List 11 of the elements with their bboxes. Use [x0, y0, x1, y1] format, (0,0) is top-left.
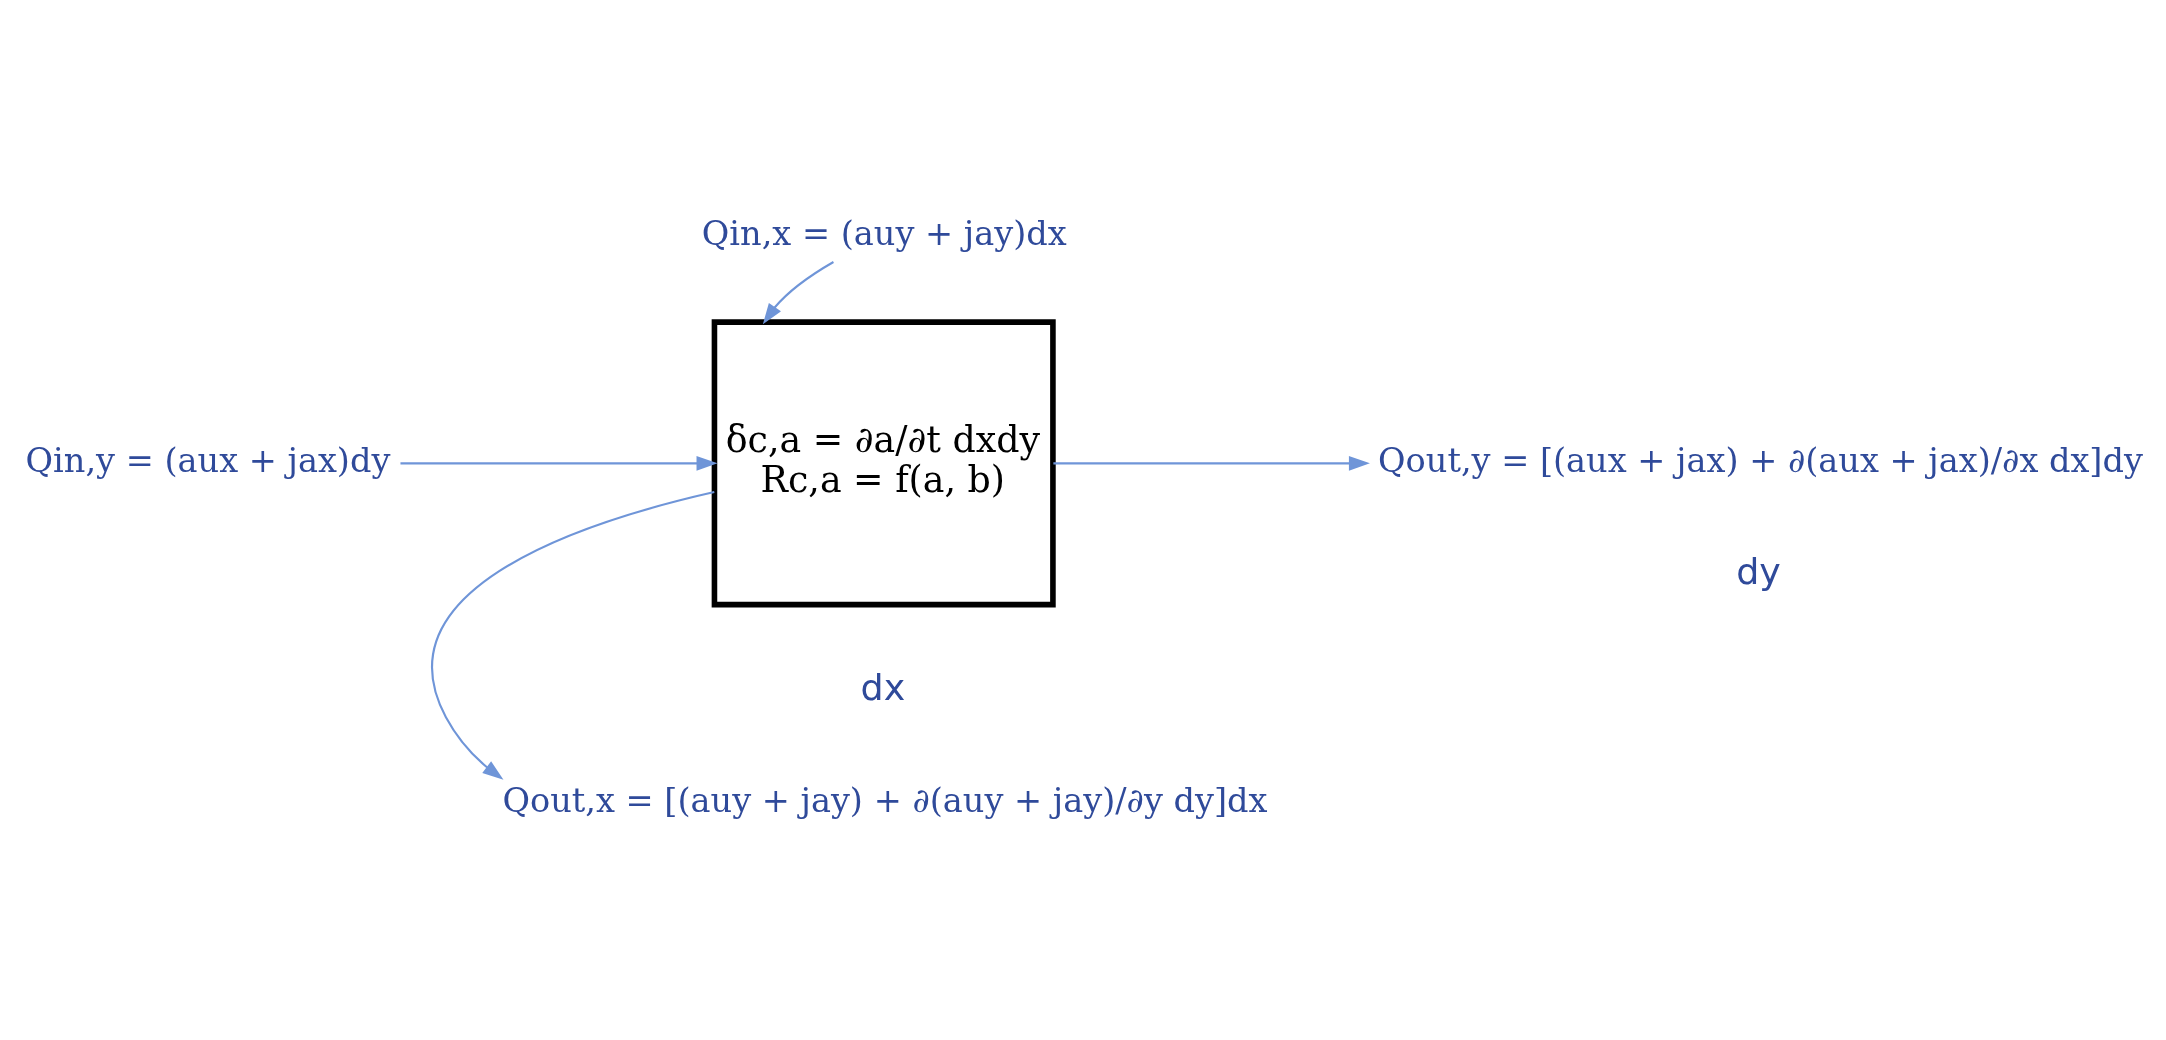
- label: dx: [860, 666, 906, 710]
- node-text: Qin,x = (auy + jay)dx: [701, 214, 1067, 254]
- arrow: [1053, 456, 1370, 471]
- arrow: [431, 491, 715, 780]
- node-box: δc,a = ∂a/∂t dxdy Rc,a = f(a, b): [711, 319, 1056, 608]
- node-text: Qout,y = [(aux + jax) + ∂(aux + jax)/∂x dx]dy: [1378, 441, 2143, 481]
- node-text: Qin,y = (aux + jax)dy: [25, 441, 391, 481]
- arrow: [400, 456, 718, 471]
- node-text: Qout,x = [(auy + jay) + ∂(auy + jay)/∂y dy]dx: [502, 780, 1268, 820]
- label: dy: [1736, 550, 1781, 594]
- arrow: [762, 261, 834, 325]
